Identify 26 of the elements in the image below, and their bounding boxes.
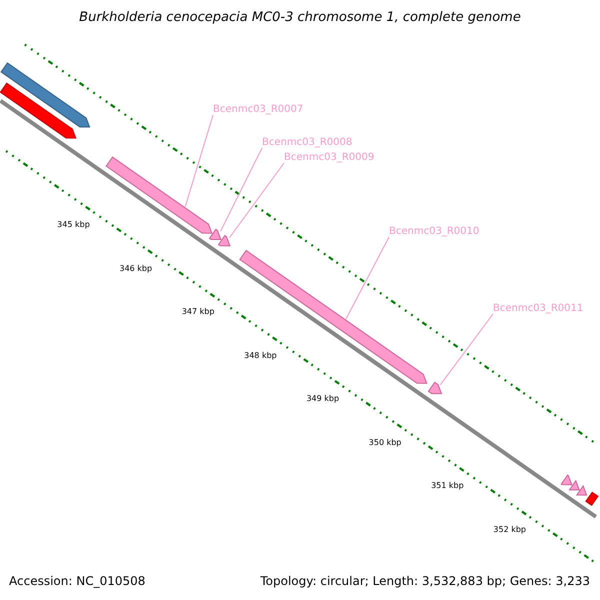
gene-label: Bcenmc03_R0009 — [284, 152, 374, 163]
accession-text: Accession: NC_010508 — [9, 574, 146, 588]
scale-label: 351 kbp — [431, 481, 464, 490]
scale-label: 349 kbp — [306, 394, 340, 404]
scale-label: 347 kbp — [182, 307, 214, 316]
scale-label: 345 kbp — [57, 220, 90, 230]
gene-label: Bcenmc03_R0007 — [213, 104, 304, 115]
genome-summary: Topology: circular; Length: 3,532,883 bp; Genes: 3,233 — [260, 574, 590, 588]
leader-line — [229, 162, 284, 238]
gene-label: Bcenmc03_R0008 — [262, 137, 352, 148]
title: Burkholderia cenocepacia MC0-3 chromosome 1, complete genome — [79, 10, 521, 25]
leader-line — [345, 236, 390, 320]
leader-line — [184, 114, 214, 208]
gene-feature-bar — [428, 382, 442, 394]
gene-feature-bar — [105, 156, 213, 234]
scale-label: 346 kbp — [119, 264, 152, 273]
gene-label: Bcenmc03_R0010 — [389, 226, 480, 237]
leader-line — [220, 148, 262, 232]
gene-feature-bar — [239, 250, 428, 384]
scale-label: 348 kbp — [244, 350, 277, 360]
gene-label: Bcenmc03_R0011 — [493, 303, 584, 314]
gene-feature-bar — [208, 228, 222, 240]
leader-line — [440, 314, 494, 386]
scale-label: 350 kbp — [368, 438, 402, 447]
gene-feature-bar — [218, 234, 231, 246]
scale-label: 352 kbp — [493, 525, 526, 534]
